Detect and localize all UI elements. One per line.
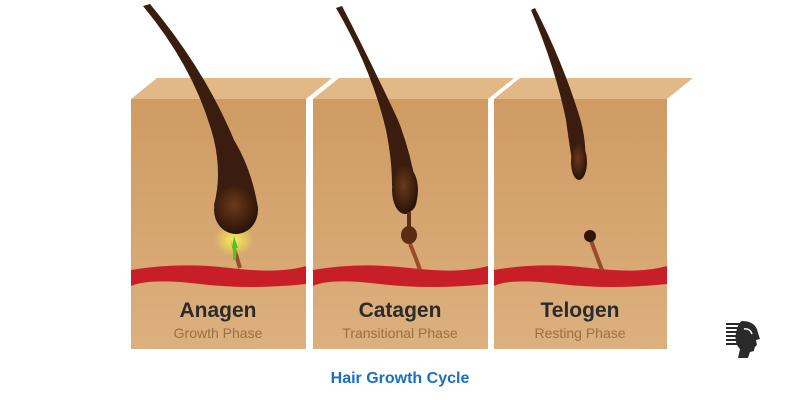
telogen-club-hair-root xyxy=(571,144,587,180)
telogen-skin-block xyxy=(494,8,693,349)
telogen-hair-shaft xyxy=(531,8,586,179)
telogen-block-top xyxy=(494,78,693,99)
anagen-growth-arrow-icon xyxy=(232,236,238,248)
anagen-title: Anagen xyxy=(179,299,257,322)
anagen-block-top xyxy=(131,78,332,99)
catagen-skin-block xyxy=(313,6,514,349)
catagen-blood-vessel xyxy=(313,265,488,287)
anagen-hair-shaft xyxy=(143,4,258,232)
anagen-growth-arrow-stem xyxy=(233,246,236,260)
catagen-title: Catagen xyxy=(358,299,442,322)
catagen-hair-shaft xyxy=(336,6,417,212)
anagen-skin-block xyxy=(131,4,332,349)
head-profile-logo-icon xyxy=(726,321,760,358)
telogen-subtitle: Resting Phase xyxy=(534,325,626,341)
anagen-hair-bulb xyxy=(214,186,258,234)
diagram-caption: Hair Growth Cycle xyxy=(330,370,470,387)
catagen-subtitle: Transitional Phase xyxy=(342,325,458,341)
catagen-dermal-papilla xyxy=(401,226,417,244)
catagen-block-top xyxy=(313,78,514,99)
catagen-papilla-stalk xyxy=(408,243,422,271)
anagen-blood-vessel xyxy=(131,265,306,287)
telogen-dermal-papilla xyxy=(584,230,596,242)
telogen-blood-vessel xyxy=(494,265,667,287)
anagen-subtitle: Growth Phase xyxy=(173,325,263,341)
catagen-hair-bulb xyxy=(392,166,418,214)
telogen-title: Telogen xyxy=(540,299,620,322)
catagen-follicle-neck xyxy=(407,212,411,228)
